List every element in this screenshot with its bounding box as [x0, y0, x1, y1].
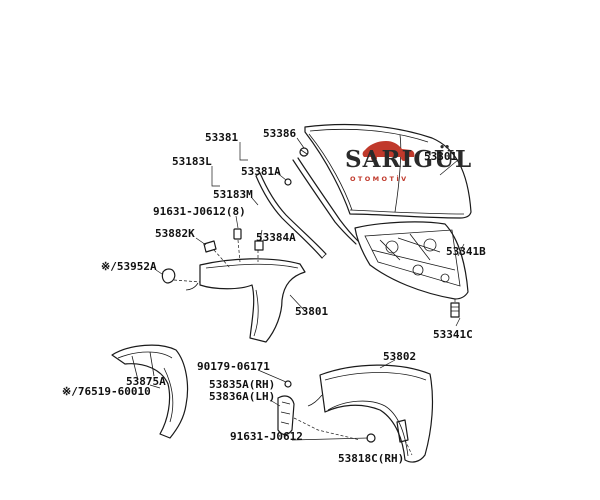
leader-lines [149, 137, 465, 441]
bolt-53341C[interactable] [450, 302, 460, 318]
label-76519-60010[interactable]: ※/76519-60010 [62, 385, 151, 398]
watermark-tagline: OTOMOTİV [350, 174, 409, 183]
front-fender-53801[interactable] [185, 258, 306, 343]
clip-53384A[interactable] [254, 240, 264, 251]
bolt-90179[interactable] [284, 380, 292, 388]
label-53835A-rh[interactable]: 53835A(RH) [209, 378, 275, 391]
car-wheel-icon [371, 155, 377, 161]
part-labels: 53301 53386 53381 53381A 53183L 53183M 9… [62, 127, 486, 465]
label-53836A-lh[interactable]: 53836A(LH) [209, 390, 275, 403]
mudguard-53835A[interactable] [277, 395, 295, 436]
label-53818C-rh[interactable]: 53818C(RH) [338, 452, 404, 465]
label-53341C[interactable]: 53341C [433, 328, 473, 341]
bolt-91631-lower[interactable] [366, 433, 376, 443]
bracket-53952A[interactable] [161, 268, 176, 284]
watermark-name: SARIGÜL [345, 145, 472, 173]
label-53183M[interactable]: 53183M [213, 188, 253, 201]
label-53952A[interactable]: ※/53952A [101, 260, 157, 273]
car-wheel-icon [401, 155, 407, 161]
fender-seal[interactable] [255, 172, 327, 259]
label-53882K[interactable]: 53882K [155, 227, 195, 240]
hood-inner-panel[interactable] [354, 221, 469, 300]
hood-panel[interactable] [304, 123, 472, 219]
label-53183L[interactable]: 53183L [172, 155, 212, 168]
label-90179-06171[interactable]: 90179-06171 [197, 360, 270, 373]
label-53801[interactable]: 53801 [295, 305, 328, 318]
hood-seal[interactable] [292, 157, 359, 245]
label-53301[interactable]: 53301 [424, 150, 457, 163]
label-53381A[interactable]: 53381A [241, 165, 281, 178]
label-53802[interactable]: 53802 [383, 350, 416, 363]
clip-53882K[interactable] [203, 240, 217, 253]
label-91631-j0612[interactable]: 91631-J0612 [230, 430, 303, 443]
label-53386[interactable]: 53386 [263, 127, 296, 140]
label-53875A[interactable]: 53875A [126, 375, 166, 388]
car-icon [362, 141, 415, 157]
label-53384A[interactable]: 53384A [256, 231, 296, 244]
fender-liner-53875A[interactable] [111, 344, 189, 439]
front-fender-53802[interactable] [307, 364, 434, 463]
clip-53381A[interactable] [284, 178, 292, 186]
label-91631-j0612-8[interactable]: 91631-J0612(8) [153, 205, 246, 218]
clip-53818C[interactable] [396, 419, 409, 443]
label-53341B[interactable]: 53341B [446, 245, 486, 258]
label-53381[interactable]: 53381 [205, 131, 238, 144]
watermark-logo: SARIGÜL OTOMOTİV [345, 141, 472, 183]
dashed-links [173, 239, 456, 456]
bolt-91631-8[interactable] [233, 228, 242, 240]
clip-53386[interactable] [299, 147, 309, 157]
